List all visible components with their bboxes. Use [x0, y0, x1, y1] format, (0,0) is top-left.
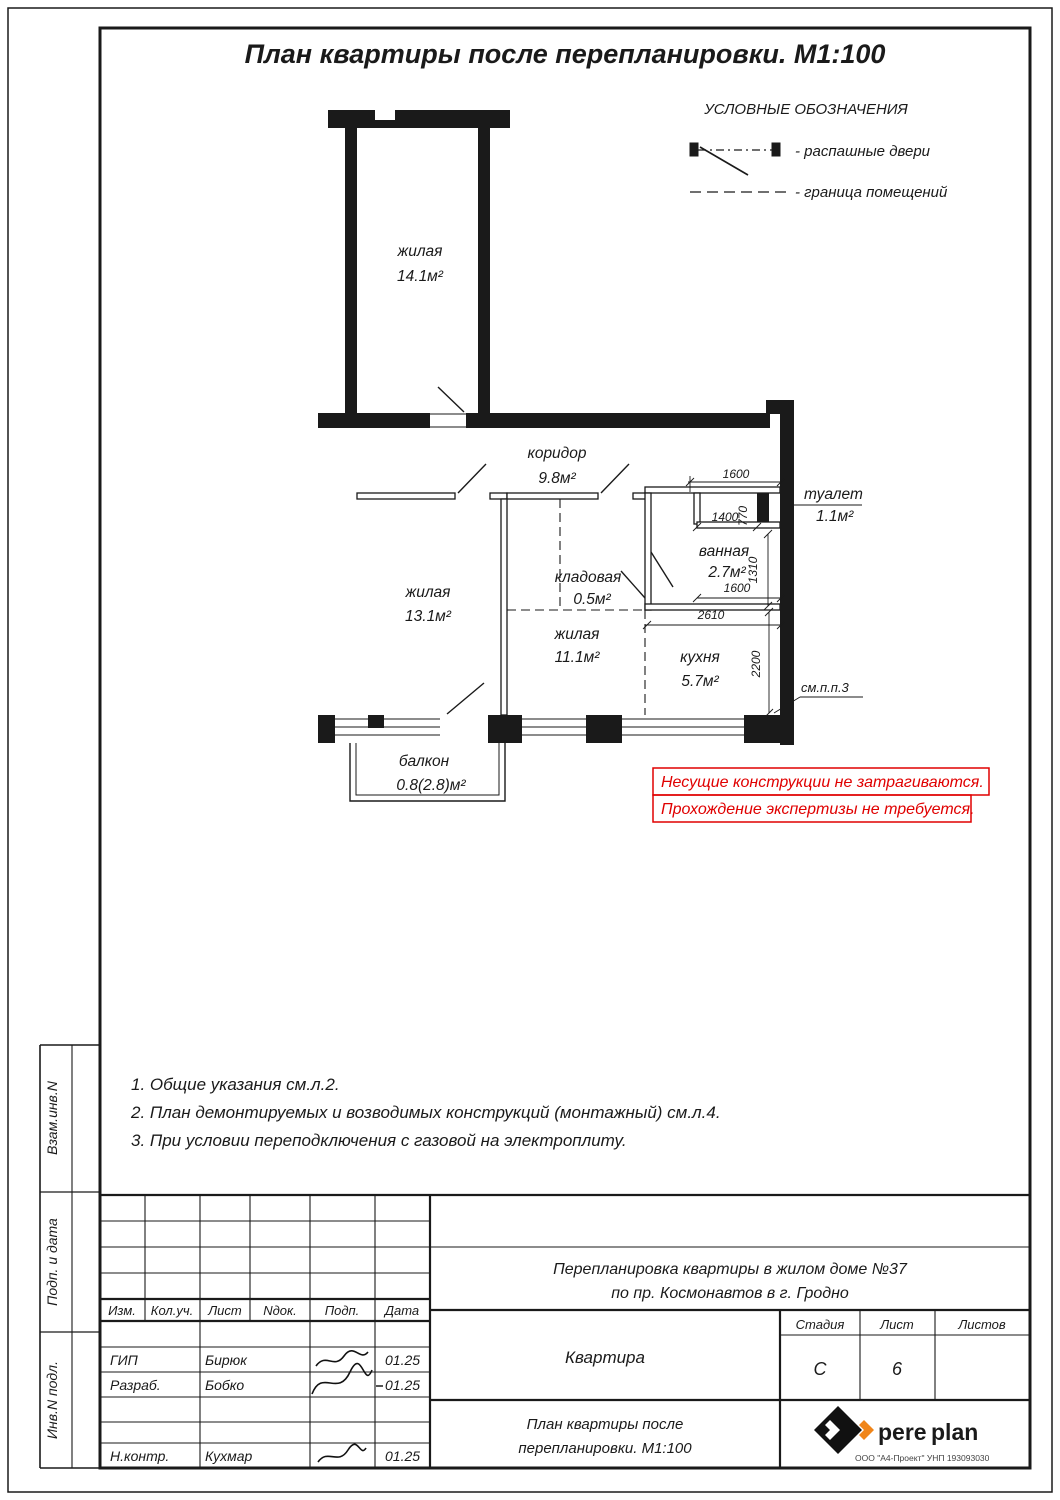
row-name: Бобко	[205, 1377, 244, 1393]
room-area: 1.1м²	[816, 508, 854, 525]
sidebar-cell-label: Подп. и дата	[44, 1218, 60, 1306]
warning-box: Несущие конструкции не затрагиваются. Пр…	[652, 767, 990, 823]
legend-title: УСЛОВНЫЕ ОБОЗНАЧЕНИЯ	[703, 101, 908, 118]
dim-label: 1310	[746, 556, 760, 583]
room-name: балкон	[399, 753, 450, 770]
floor-plan-walls	[318, 110, 794, 745]
row-role: Н.контр.	[110, 1448, 169, 1464]
room-area: 14.1м²	[397, 268, 444, 285]
row-role: Разраб.	[110, 1377, 161, 1393]
dim-label: 1400	[712, 510, 739, 524]
room-name: кухня	[680, 649, 720, 666]
room-name: коридор	[528, 445, 587, 462]
project-name-line1: Перепланировка квартиры в жилом доме №37	[553, 1261, 908, 1278]
plan-note-ref: см.п.п.3	[801, 680, 850, 695]
swing-door-icon	[689, 142, 781, 176]
floor-plan-partitions	[356, 486, 781, 716]
room-name: жилая	[405, 584, 451, 601]
col-header: Изм.	[108, 1303, 136, 1318]
floor-plan-windows	[335, 718, 744, 736]
row-role: ГИП	[110, 1352, 139, 1368]
sheet-label: Лист	[879, 1317, 914, 1332]
stage-label: Стадия	[796, 1317, 845, 1332]
stage-value: С	[814, 1359, 828, 1379]
row-name: Кухмар	[205, 1448, 252, 1464]
col-header: Дата	[383, 1303, 419, 1318]
room-area: 13.1м²	[405, 608, 452, 625]
doc-title-line1: План квартиры после	[527, 1416, 684, 1433]
warning-line-2: Прохождение экспертизы не требуется.	[661, 801, 975, 818]
note-item: 2. План демонтируемых и возводимых конст…	[130, 1103, 721, 1122]
floor-plan-doors	[437, 386, 674, 715]
room-area: 5.7м²	[681, 673, 719, 690]
room-area: 11.1м²	[555, 649, 601, 666]
project-name-line2: по пр. Космонавтов в г. Гродно	[611, 1285, 849, 1302]
dim-label: 1600	[723, 467, 750, 481]
room-name: ванная	[699, 543, 749, 560]
pereplan-logo: pere plan ООО "А4-Проект" УНП 193093030	[814, 1406, 990, 1463]
legend-boundary-label: - граница помещений	[795, 184, 948, 201]
col-header: Подп.	[325, 1303, 360, 1318]
balcony-outline	[349, 743, 506, 802]
col-header: Nдок.	[263, 1303, 297, 1318]
room-name: жилая	[397, 243, 443, 260]
sidebar-strip	[39, 1044, 100, 1469]
col-header: Лист	[207, 1303, 242, 1318]
note-item: 1. Общие указания см.л.2.	[131, 1075, 340, 1094]
room-name: кладовая	[555, 569, 622, 586]
row-date: 01.25	[385, 1352, 420, 1368]
general-notes: 1. Общие указания см.л.2. 2. План демонт…	[130, 1075, 721, 1150]
sheets-label: Листов	[957, 1317, 1006, 1332]
dimension-lines	[642, 476, 863, 718]
row-name: Бирюк	[205, 1352, 248, 1368]
room-area: 0.5м²	[573, 591, 611, 608]
col-header: Кол.уч.	[151, 1303, 193, 1318]
dim-label: 1600	[724, 581, 751, 595]
dim-label: 2200	[749, 650, 763, 678]
doc-title-line2: перепланировки. М1:100	[518, 1440, 692, 1457]
titleblock-headers: Изм. Кол.уч. Лист Nдок. Подп. Дата	[108, 1303, 419, 1318]
row-date: 01.25	[385, 1377, 420, 1393]
room-area: 2.7м²	[707, 564, 746, 581]
object-name: Квартира	[565, 1348, 645, 1367]
legend-door-label: - распашные двери	[795, 143, 931, 160]
warning-line-1: Несущие конструкции не затрагиваются.	[661, 774, 984, 791]
row-date: 01.25	[385, 1448, 420, 1464]
sidebar-cell-label: Взам.инв.N	[44, 1080, 60, 1155]
dim-label: 770	[736, 506, 750, 526]
sheet-value: 6	[892, 1359, 903, 1379]
sheet-frame	[7, 7, 1053, 1493]
note-item: 3. При условии переподключения с газовой…	[131, 1131, 627, 1150]
sidebar-cell-label: Инв.N подл.	[44, 1361, 60, 1439]
dim-label: 2610	[697, 608, 725, 622]
wall-openings	[430, 413, 466, 428]
room-name: туалет	[804, 486, 863, 503]
signature-marks	[311, 1350, 373, 1463]
logo-company: ООО "А4-Проект" УНП 193093030	[855, 1453, 990, 1463]
page-title: План квартиры после перепланировки. М1:1…	[245, 39, 886, 69]
room-labels: жилая 14.1м² коридор 9.8м² туалет 1.1м² …	[396, 243, 863, 794]
logo-text-orange: plan	[931, 1419, 978, 1445]
titleblock-grid	[100, 1193, 1030, 1468]
titleblock-rows: ГИП Бирюк 01.25 Разраб. Бобко 01.25 Н.ко…	[110, 1352, 420, 1464]
room-area: 0.8(2.8)м²	[396, 777, 466, 794]
logo-text-black: pere	[878, 1419, 927, 1445]
room-area: 9.8м²	[538, 470, 576, 487]
room-name: жилая	[554, 626, 600, 643]
